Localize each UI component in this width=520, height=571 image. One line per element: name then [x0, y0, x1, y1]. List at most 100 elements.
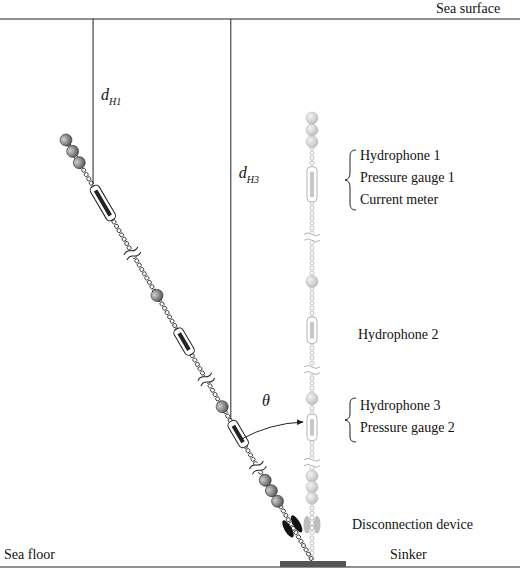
float-ball — [306, 136, 318, 148]
chain-link — [137, 262, 142, 267]
chain-link — [310, 356, 314, 360]
chain-link — [207, 383, 212, 388]
sinker-label: Sinker — [390, 547, 427, 562]
chain-link — [169, 318, 174, 323]
sea-floor-line — [0, 567, 520, 568]
chain-link — [310, 516, 314, 520]
chain-link — [310, 546, 314, 550]
chain-link — [310, 526, 314, 530]
break-gap — [196, 371, 216, 387]
chain-link — [142, 271, 147, 276]
instrument-core — [310, 172, 314, 197]
chain-link — [83, 172, 88, 177]
chain-link — [200, 370, 205, 375]
chain-link — [310, 536, 314, 540]
chain-link — [310, 206, 314, 210]
chain-link — [310, 531, 314, 535]
break-mark — [249, 460, 264, 471]
depth-symbol: d — [239, 164, 247, 182]
chain-link — [159, 301, 164, 306]
chain-link — [139, 267, 144, 272]
chain-link — [86, 176, 91, 181]
chain-link — [215, 396, 220, 401]
float-ball — [71, 154, 87, 170]
sinker-block — [280, 561, 346, 567]
chain-link — [164, 310, 169, 315]
bracket — [345, 398, 356, 442]
chain-link — [147, 280, 152, 285]
chain-link — [298, 539, 303, 544]
depth-line — [93, 19, 94, 184]
float-ball — [306, 470, 318, 482]
instrument-housing — [172, 326, 195, 356]
chain-link — [195, 362, 200, 367]
mooring-line — [303, 112, 321, 560]
chain-link — [114, 224, 119, 229]
release-device — [289, 514, 305, 534]
chain-link — [119, 232, 124, 237]
break-mark — [304, 458, 320, 461]
break-mark — [304, 464, 320, 467]
chain-link — [167, 314, 172, 319]
chain-link — [310, 361, 314, 365]
instrument-core — [310, 419, 314, 436]
float-ball — [149, 287, 165, 303]
float-ball — [306, 393, 318, 405]
chain-link — [310, 511, 314, 515]
instrument-housing — [307, 167, 317, 202]
break-mark — [197, 371, 212, 382]
device-label: Disconnection device — [352, 517, 473, 532]
instrument-core — [310, 322, 314, 339]
chain-link — [310, 221, 314, 225]
chain-link — [310, 261, 314, 265]
instrument-label: Pressure gauge 2 — [360, 420, 455, 435]
chain-link — [310, 211, 314, 215]
chain-link — [192, 357, 197, 362]
break-mark — [123, 245, 138, 256]
float-ball — [269, 493, 285, 509]
break-gap — [303, 233, 321, 241]
float-ball — [306, 492, 318, 504]
chain-link — [310, 381, 314, 385]
break-mark — [304, 365, 320, 368]
chain-link — [310, 256, 314, 260]
chain-link — [172, 323, 177, 328]
break-gap — [303, 459, 321, 467]
chain-link — [310, 156, 314, 160]
instrument-core — [232, 425, 245, 444]
chain-link — [310, 451, 314, 455]
break-gap — [123, 245, 143, 261]
chain-link — [212, 392, 217, 397]
chain-link — [310, 306, 314, 310]
chain-link — [310, 151, 314, 155]
instrument-housing — [227, 419, 250, 449]
depth-subscript: H3 — [247, 174, 259, 185]
chain-link — [310, 301, 314, 305]
instrument-label: Hydrophone 2 — [358, 327, 439, 342]
instrument-label: Pressure gauge 1 — [360, 170, 455, 185]
chain-link — [310, 291, 314, 295]
angle-arc — [241, 422, 303, 439]
chain-link — [310, 406, 314, 410]
chain-link — [306, 551, 311, 556]
chain-link — [303, 547, 308, 552]
chain-link — [310, 251, 314, 255]
chain-link — [310, 386, 314, 390]
break-gap — [303, 366, 321, 374]
break-mark — [200, 377, 215, 388]
release-device — [314, 516, 321, 534]
chain-link — [296, 534, 301, 539]
chain-link — [281, 508, 286, 513]
chain-link — [149, 284, 154, 289]
floor-label: Sea floor — [4, 547, 55, 562]
chain-link — [308, 556, 313, 561]
break-mark — [304, 233, 320, 236]
instrument-housing — [89, 184, 117, 223]
mooring-line — [55, 130, 320, 564]
chain-link — [245, 448, 250, 453]
chain-link — [310, 506, 314, 510]
instrument-label: Hydrophone 1 — [360, 148, 441, 163]
instrument-housing — [307, 317, 317, 344]
